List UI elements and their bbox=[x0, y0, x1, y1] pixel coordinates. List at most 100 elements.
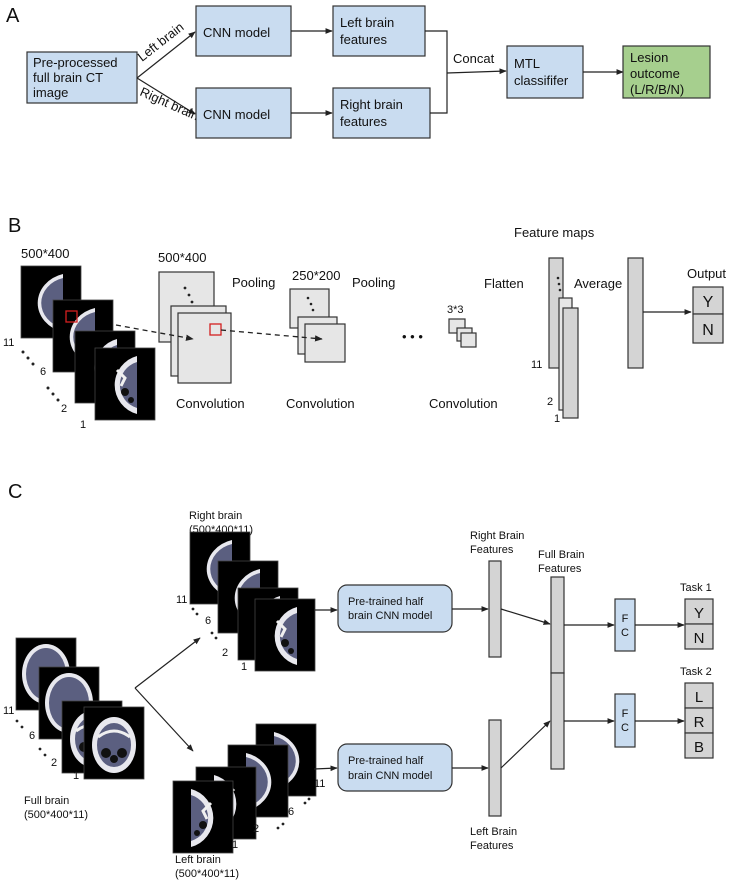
left-brain-label: Left brain bbox=[175, 854, 221, 866]
conv2-size-label: 250*200 bbox=[292, 268, 340, 283]
kernel-highlight-conv1 bbox=[209, 323, 222, 336]
svg-text:features: features bbox=[340, 114, 387, 129]
full-brain-feature-vector bbox=[550, 576, 565, 770]
svg-text:brain CNN model: brain CNN model bbox=[348, 610, 432, 622]
task1-outputs: Y N bbox=[684, 598, 714, 650]
conv2-label: Convolution bbox=[286, 396, 355, 411]
input-size-label: 500*400 bbox=[21, 246, 69, 261]
svg-text:6: 6 bbox=[40, 366, 46, 378]
svg-text:Right brain: Right brain bbox=[340, 97, 403, 112]
ellipsis: • • • bbox=[402, 329, 423, 344]
svg-text:CNN model: CNN model bbox=[203, 107, 270, 122]
svg-text:F: F bbox=[622, 708, 629, 720]
svg-text:full brain CT: full brain CT bbox=[33, 70, 103, 85]
fc-layer-task1: F C bbox=[614, 598, 636, 652]
svg-text:Y: Y bbox=[703, 294, 714, 311]
pretrained-cnn-bottom: Pre-trained half brain CNN model bbox=[337, 743, 453, 792]
svg-text:Pre-trained half: Pre-trained half bbox=[348, 755, 424, 767]
svg-text:Left brain: Left brain bbox=[340, 15, 394, 30]
svg-text:11: 11 bbox=[3, 705, 14, 717]
svg-text:CNN model: CNN model bbox=[203, 25, 270, 40]
conv-final-size: 3*3 bbox=[447, 304, 464, 316]
conv2-maps bbox=[289, 288, 346, 363]
output-classes: Y N bbox=[692, 286, 724, 344]
svg-text:1: 1 bbox=[80, 419, 86, 431]
svg-text:C: C bbox=[621, 627, 629, 639]
panel-c: C 11 6 2 1 Full brain (500*400*11) Right… bbox=[3, 481, 714, 880]
svg-text:2: 2 bbox=[547, 396, 553, 408]
svg-text:11: 11 bbox=[314, 778, 325, 790]
right-brain-features: Right brain features bbox=[332, 87, 431, 139]
mtl-classifier: MTL classififer bbox=[506, 45, 584, 99]
pretrained-cnn-top: Pre-trained half brain CNN model bbox=[337, 584, 453, 633]
ct-stack-input bbox=[20, 265, 157, 422]
svg-text:1: 1 bbox=[232, 839, 238, 851]
arrow-to-left-brain bbox=[134, 687, 194, 752]
ct-stack-full-brain bbox=[15, 637, 146, 781]
svg-text:2: 2 bbox=[253, 823, 259, 835]
pool1-label: Pooling bbox=[232, 275, 275, 290]
svg-text:classififer: classififer bbox=[514, 73, 569, 88]
svg-text:R: R bbox=[694, 714, 705, 731]
full-features-label: Full Brain bbox=[538, 549, 584, 561]
arrow-to-right-brain bbox=[134, 637, 201, 689]
conv1-label: Convolution bbox=[176, 396, 245, 411]
cnn-model-top: CNN model bbox=[195, 5, 292, 57]
right-brain-label: Right brain bbox=[189, 510, 242, 522]
fc-layer-task2: F C bbox=[614, 693, 636, 748]
left-brain-feature-vector bbox=[488, 719, 502, 817]
svg-text:1: 1 bbox=[241, 661, 247, 673]
svg-text:Y: Y bbox=[694, 605, 704, 622]
right-features-label: Right Brain bbox=[470, 530, 524, 542]
conv1-maps bbox=[158, 271, 232, 384]
input-box: Pre-processed full brain CT image bbox=[26, 51, 138, 104]
svg-text:11: 11 bbox=[176, 594, 187, 606]
kernel-highlight bbox=[65, 310, 78, 323]
svg-text:1: 1 bbox=[73, 770, 79, 782]
ct-stack-left-brain bbox=[171, 723, 317, 855]
svg-text:outcome: outcome bbox=[630, 66, 680, 81]
svg-text:6: 6 bbox=[288, 806, 294, 818]
task2-outputs: L R B bbox=[684, 682, 714, 759]
lesion-outcome: Lesion outcome (L/R/B/N) bbox=[622, 45, 711, 99]
svg-text:features: features bbox=[340, 32, 387, 47]
svg-text:6: 6 bbox=[29, 730, 35, 742]
svg-text:(L/R/B/N): (L/R/B/N) bbox=[630, 82, 684, 97]
svg-text:L: L bbox=[695, 689, 703, 706]
svg-text:1: 1 bbox=[554, 413, 560, 425]
feature-maps-label: Feature maps bbox=[514, 225, 595, 240]
left-features-label: Left Brain bbox=[470, 826, 517, 838]
feature-map-bars bbox=[548, 257, 579, 419]
left-brain-features: Left brain features bbox=[332, 5, 426, 57]
full-brain-label: Full brain bbox=[24, 795, 69, 807]
panel-a: A Pre-processed full brain CT image Left… bbox=[6, 5, 711, 139]
svg-text:2: 2 bbox=[51, 757, 57, 769]
average-vector bbox=[627, 257, 644, 369]
output-label: Output bbox=[687, 266, 726, 281]
svg-text:MTL: MTL bbox=[514, 56, 540, 71]
average-label: Average bbox=[574, 276, 622, 291]
svg-text:F: F bbox=[622, 613, 629, 625]
conv-final-maps bbox=[448, 318, 477, 348]
svg-text:6: 6 bbox=[205, 615, 211, 627]
svg-text:Features: Features bbox=[470, 544, 514, 556]
arrow-left-brain bbox=[136, 31, 196, 79]
svg-text:(500*400*11): (500*400*11) bbox=[24, 809, 88, 821]
svg-text:image: image bbox=[33, 85, 68, 100]
branch-left-label: Left brain bbox=[135, 19, 187, 64]
svg-text:Features: Features bbox=[538, 563, 582, 575]
task1-label: Task 1 bbox=[680, 582, 712, 594]
task2-label: Task 2 bbox=[680, 666, 712, 678]
panel-a-label: A bbox=[6, 5, 20, 27]
svg-text:Pre-trained half: Pre-trained half bbox=[348, 596, 424, 608]
svg-text:C: C bbox=[621, 722, 629, 734]
flatten-label: Flatten bbox=[484, 276, 524, 291]
concat-bracket bbox=[425, 30, 448, 114]
ct-stack-right-brain bbox=[189, 531, 317, 673]
panel-b: B 500*400 11 6 2 1 500*400 Pooling 250*2… bbox=[3, 215, 726, 431]
arrow-right-brain bbox=[136, 77, 196, 115]
svg-text:2: 2 bbox=[61, 403, 67, 415]
svg-text:brain CNN model: brain CNN model bbox=[348, 770, 432, 782]
conv1-size-label: 500*400 bbox=[158, 250, 206, 265]
